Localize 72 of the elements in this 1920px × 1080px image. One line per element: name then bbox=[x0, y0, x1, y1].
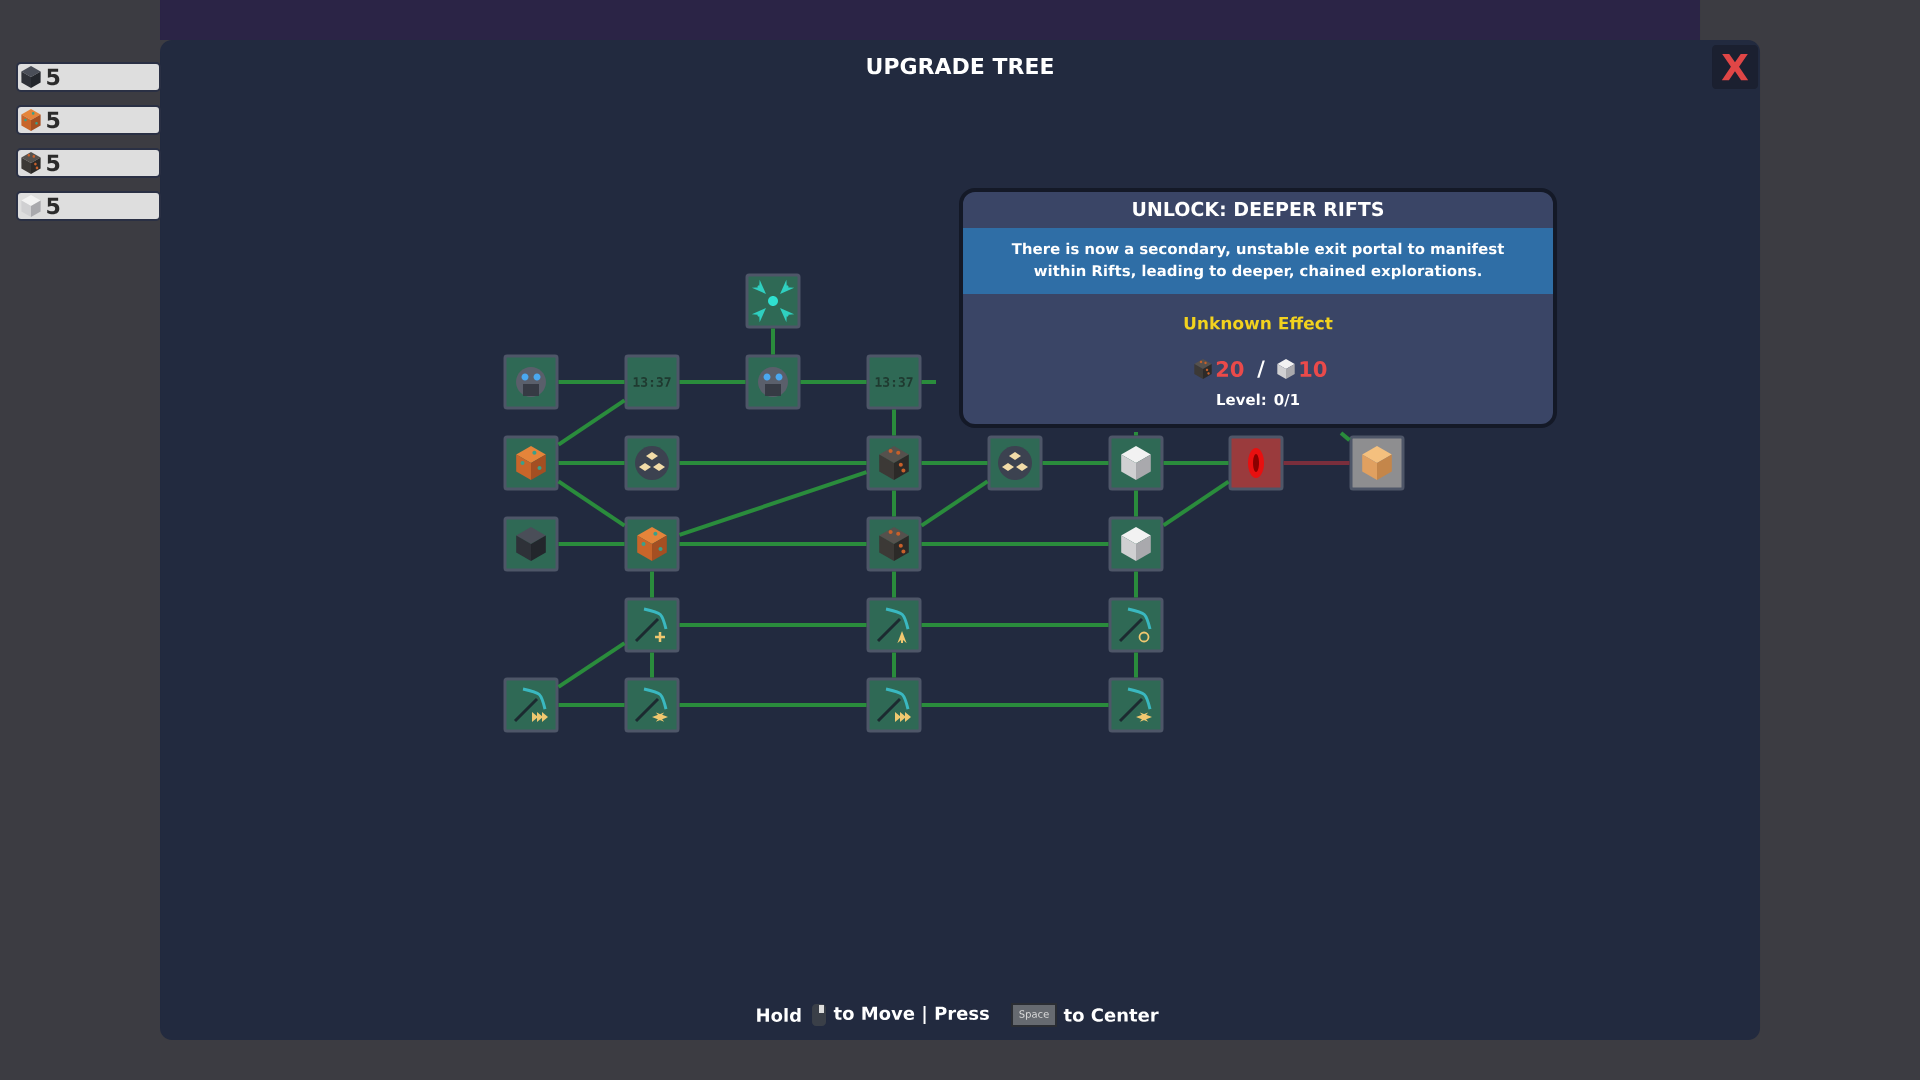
connector-line bbox=[558, 461, 625, 465]
upgrade-node bbox=[1228, 435, 1284, 491]
key-cap: Space bbox=[1011, 1003, 1057, 1027]
connector-line bbox=[1134, 652, 1138, 678]
upgrade-node bbox=[987, 435, 1043, 491]
connector-line bbox=[557, 479, 626, 528]
hint-text: Hold bbox=[757, 1008, 801, 1022]
label: 5 bbox=[47, 197, 60, 215]
upgrade-node bbox=[745, 354, 801, 410]
connector-line bbox=[921, 380, 936, 384]
upgrade-node bbox=[624, 677, 680, 733]
connector-line bbox=[892, 571, 896, 598]
connector-line bbox=[1339, 431, 1351, 442]
upgrade-node bbox=[866, 435, 922, 491]
upgrade-node bbox=[745, 273, 801, 329]
connector-line bbox=[679, 623, 867, 627]
connector-line bbox=[558, 542, 625, 546]
connector-line bbox=[1042, 461, 1109, 465]
connector-line bbox=[679, 461, 867, 465]
connector-line bbox=[678, 470, 868, 537]
connector-line bbox=[1163, 461, 1229, 465]
connector-line bbox=[920, 479, 989, 528]
upgrade-node bbox=[866, 677, 922, 733]
upgrade-node bbox=[1349, 435, 1405, 491]
connector-line bbox=[921, 461, 988, 465]
connector-line bbox=[771, 328, 775, 355]
connector-line bbox=[679, 703, 867, 707]
upgrade-node bbox=[503, 516, 559, 572]
connector-line bbox=[800, 380, 867, 384]
connector-line bbox=[892, 490, 896, 517]
upgrade-node bbox=[624, 597, 680, 653]
resource-bar: 5 bbox=[16, 148, 161, 178]
connector-line bbox=[892, 652, 896, 678]
panel-title: UPGRADE TREE bbox=[867, 57, 1053, 75]
connector-line bbox=[892, 409, 896, 436]
upgrade-node bbox=[503, 354, 559, 410]
connector-line bbox=[557, 641, 626, 689]
upgrade-node bbox=[866, 597, 922, 653]
connector-line bbox=[1162, 479, 1230, 528]
upgrade-node bbox=[1108, 516, 1164, 572]
hint-text: to Center bbox=[1063, 1008, 1159, 1022]
label: 5 bbox=[47, 154, 60, 172]
connector-line bbox=[679, 542, 867, 546]
upgrade-node bbox=[503, 435, 559, 491]
hint-text: to Move | Press bbox=[833, 1006, 989, 1024]
resource-bar: 5 bbox=[16, 191, 161, 221]
label: 5 bbox=[47, 111, 60, 129]
upgrade-node bbox=[503, 677, 559, 733]
label: 5 bbox=[47, 68, 60, 86]
upgrade-node bbox=[624, 516, 680, 572]
connector-line bbox=[1283, 461, 1350, 465]
connector-line bbox=[650, 571, 654, 598]
tooltip-panel: UNLOCK: DEEPER RIFTS There is now a secondary, unstable exit portal to manifest within Rifts, leading to deeper, chained explorations. Unknown Effect 20 / 10 Level: 0/1 bbox=[959, 188, 1557, 428]
connector-line bbox=[921, 623, 1109, 627]
resource-bar: 5 bbox=[16, 105, 161, 135]
upgrade-node bbox=[1108, 597, 1164, 653]
connector-line bbox=[679, 380, 746, 384]
upgrade-node bbox=[624, 435, 680, 491]
upgrade-node bbox=[866, 516, 922, 572]
connector-line bbox=[1134, 432, 1138, 436]
connector-line bbox=[558, 380, 625, 384]
connector-line bbox=[921, 703, 1109, 707]
resource-bar: 5 bbox=[16, 62, 161, 92]
upgrade-node bbox=[1108, 435, 1164, 491]
connector-line bbox=[921, 542, 1109, 546]
connector-line bbox=[1134, 490, 1138, 517]
connector-line bbox=[557, 398, 626, 447]
close-button: X bbox=[1712, 45, 1758, 89]
connector-line bbox=[558, 703, 625, 707]
upgrade-node bbox=[1108, 677, 1164, 733]
connector-line bbox=[650, 652, 654, 678]
connector-line bbox=[1134, 571, 1138, 598]
